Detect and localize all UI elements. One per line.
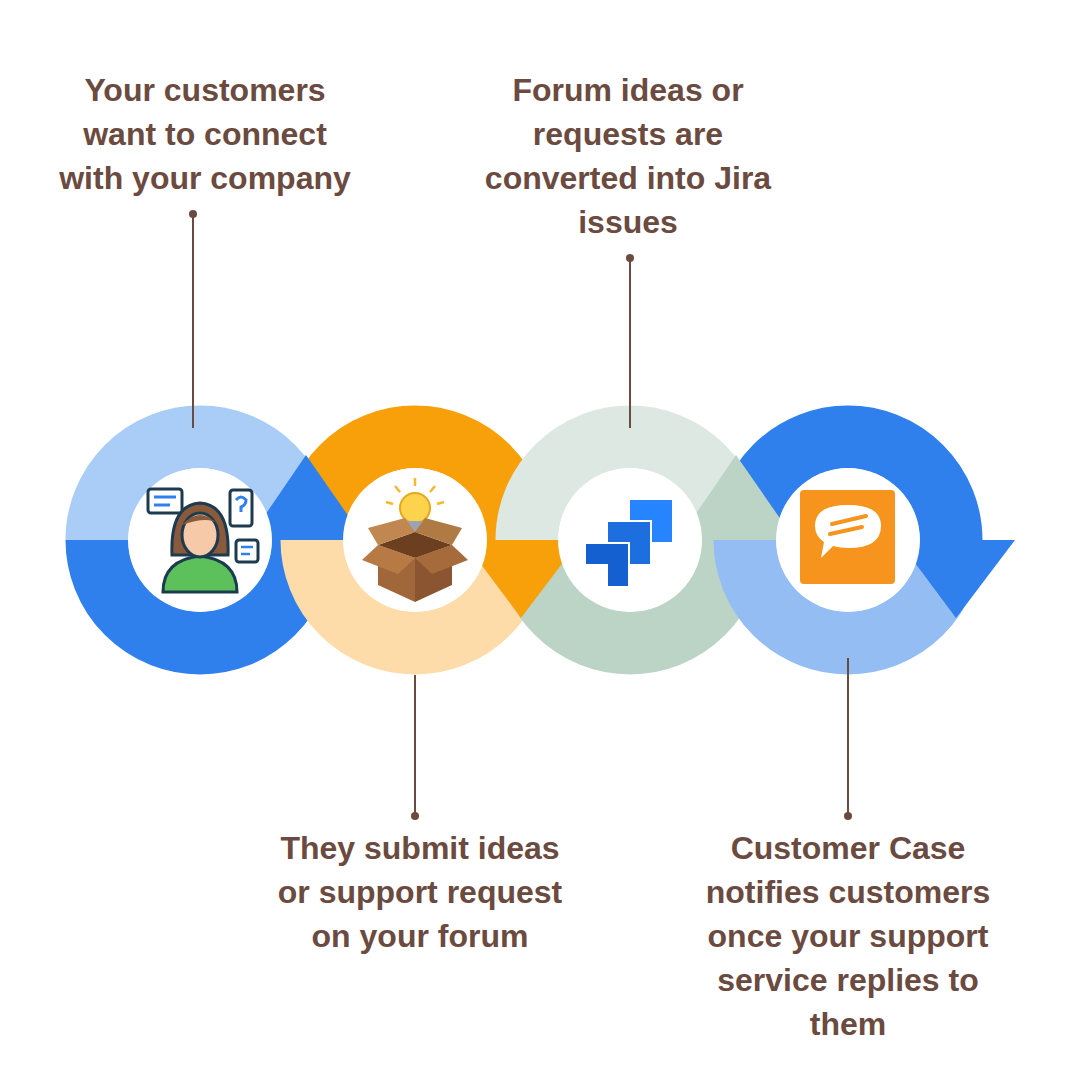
leader-dot	[189, 210, 197, 218]
leader-line	[414, 675, 416, 816]
inner-circle	[776, 468, 920, 612]
customer-icon	[148, 489, 258, 592]
callout-text: Customer Case notifies customers once yo…	[678, 826, 1018, 1046]
leader-dot	[626, 254, 634, 262]
inner-circle	[343, 468, 487, 612]
callout-text: They submit ideas or support request on …	[265, 826, 575, 958]
inner-circle	[128, 468, 272, 612]
inner-circle	[558, 468, 702, 612]
leader-line	[847, 658, 849, 816]
callout-text: Forum ideas or requests are converted in…	[483, 68, 773, 244]
leader-line	[192, 214, 194, 428]
leader-dot	[844, 812, 852, 820]
jira-logo	[586, 500, 672, 586]
callout-text: Your customers want to connect with your…	[55, 68, 355, 200]
leader-dot	[411, 812, 419, 820]
idea-box-icon	[362, 478, 468, 602]
leader-line	[629, 258, 631, 428]
customer-case-logo	[800, 490, 895, 584]
